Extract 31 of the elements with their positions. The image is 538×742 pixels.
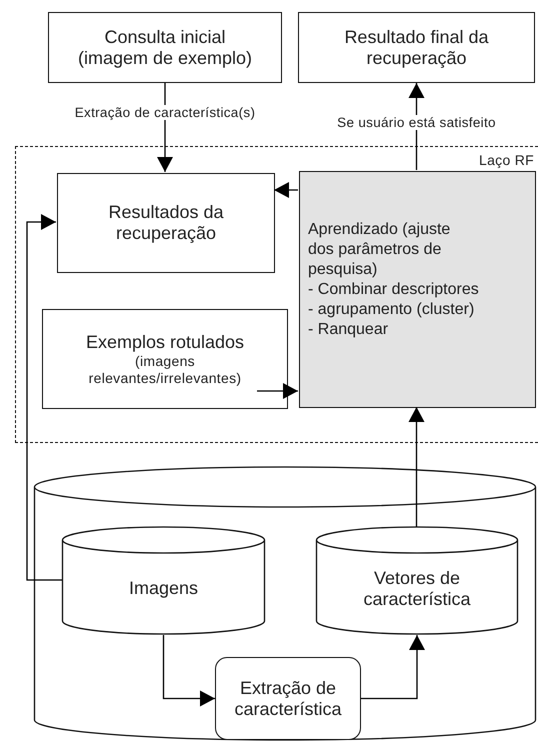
database-cylinder xyxy=(62,527,265,635)
region-title: Laço RF xyxy=(478,151,534,170)
feedback-loop-region xyxy=(15,146,538,443)
node-label: Aprendizado (ajuste dos parâmetros de pesquisa) xyxy=(308,220,452,280)
node-label: Consulta inicial (imagem de exemplo) xyxy=(76,26,254,68)
edge-label: Se usuário está satisfeito xyxy=(335,115,498,130)
node-subtitle: (imagens relevantes/irrelevantes) xyxy=(88,352,242,386)
arrow xyxy=(361,635,425,700)
list-item: - agrupamento (cluster) xyxy=(308,300,474,320)
arrow xyxy=(408,407,424,527)
process-box xyxy=(298,12,535,83)
list-item: - Ranquear xyxy=(308,320,388,340)
node-label: Imagens xyxy=(128,578,198,600)
process-box xyxy=(57,173,275,273)
process-box xyxy=(42,309,288,409)
arrow xyxy=(274,182,298,198)
database-cylinder xyxy=(316,527,518,635)
process-box xyxy=(215,657,361,740)
edge-label: Extração de característica(s) xyxy=(72,105,258,120)
arrow xyxy=(26,214,62,581)
arrow xyxy=(162,635,215,706)
node-label: Resultados da recuperação xyxy=(107,202,225,244)
process-box xyxy=(48,12,282,83)
database-cylinder xyxy=(34,467,536,741)
node-label: Exemplos rotulados xyxy=(86,332,244,352)
node-label: Vetores de característica xyxy=(362,568,472,610)
node-label: Resultado final da recuperação xyxy=(343,26,490,68)
node-label: Extração de característica xyxy=(233,678,343,720)
learning-box xyxy=(299,171,536,408)
list-item: - Combinar descriptores xyxy=(308,280,479,300)
arrow xyxy=(257,383,298,399)
